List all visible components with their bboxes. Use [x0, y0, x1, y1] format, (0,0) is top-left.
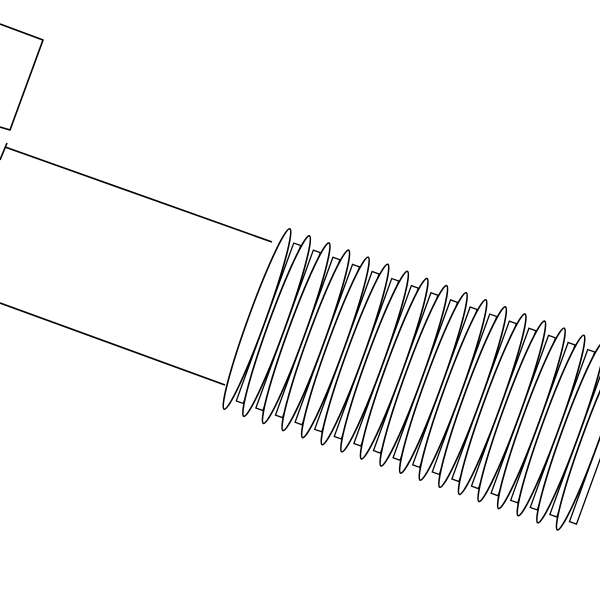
head-edge	[0, 142, 8, 161]
bolt-threads	[222, 227, 600, 531]
bolt-shank	[0, 146, 273, 386]
thread-root	[568, 435, 600, 525]
bolt-head	[0, 23, 44, 161]
shank-top-edge	[4, 146, 273, 243]
shank-bottom-edge	[0, 302, 226, 386]
head-outline	[0, 23, 44, 131]
